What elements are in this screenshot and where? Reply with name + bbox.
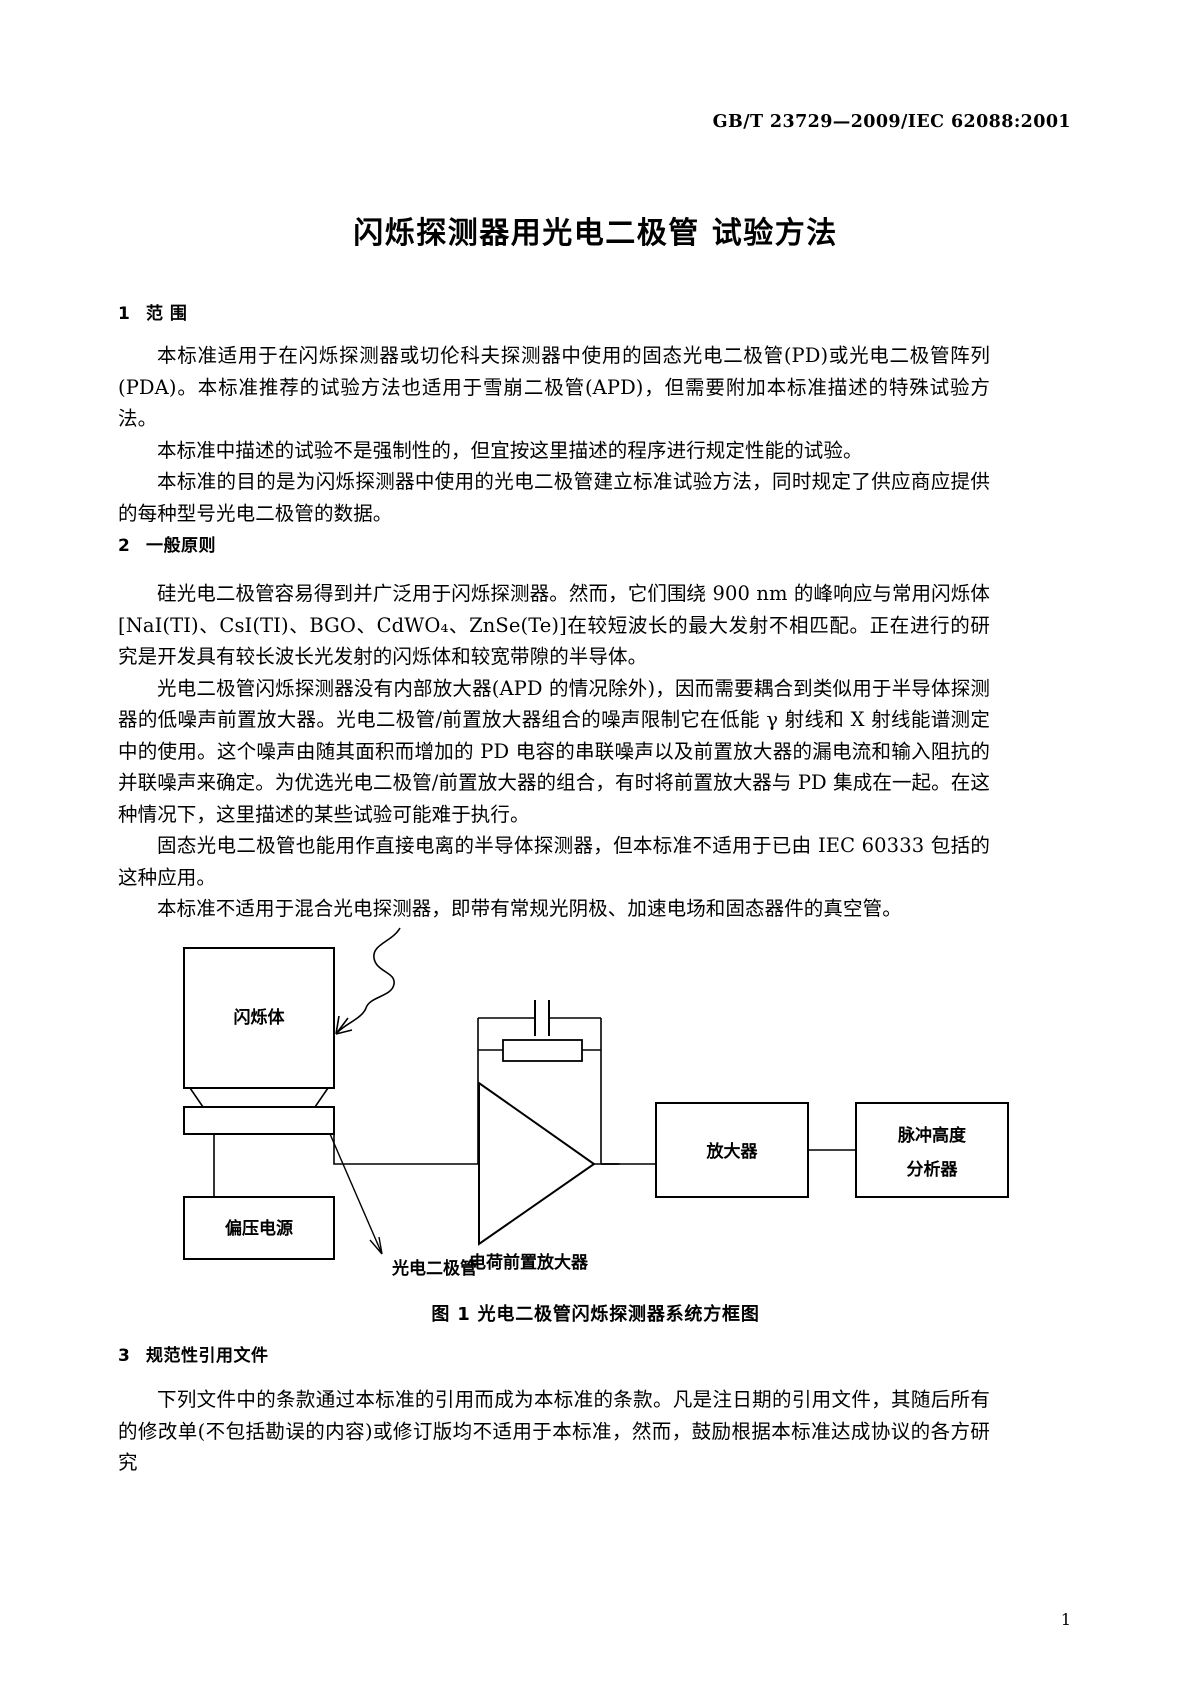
paragraph: 本标准不适用于混合光电探测器，即带有常规光阴极、加速电场和固态器件的真空管。 — [157, 897, 902, 920]
section-heading-2: 2 一般原则 — [118, 538, 216, 555]
amplifier-block — [655, 1102, 809, 1198]
page-title: 闪烁探测器用光电二极管 试验方法 — [353, 216, 838, 251]
paragraph: 固态光电二极管也能用作直接电离的半导体探测器，但本标准不适用于已由 IEC 60… — [118, 834, 990, 889]
photodiode-leader-line — [329, 1133, 383, 1255]
section-title-2: 一般原则 — [146, 536, 216, 556]
section-2-body: 硅光电二极管容易得到并广泛用于闪烁探测器。然而，它们围绕 900 nm 的峰响应… — [118, 578, 990, 925]
paragraph: 本标准适用于在闪烁探测器或切伦科夫探测器中使用的固态光电二极管(PD)或光电二极… — [118, 344, 990, 430]
charge-preamplifier-symbol — [478, 1081, 596, 1246]
paragraph: 下列文件中的条款通过本标准的引用而成为本标准的条款。凡是注日期的引用文件，其随后… — [118, 1388, 990, 1474]
section-number-3: 3 — [118, 1346, 131, 1366]
bias-supply-block — [183, 1196, 335, 1260]
paragraph: 本标准中描述的试验不是强制性的，但宜按这里描述的程序进行规定性能的试验。 — [157, 438, 863, 462]
paragraph: 光电二极管闪烁探测器没有内部放大器(APD 的情况除外)，因而需要耦合到类似用于… — [118, 676, 990, 826]
scintillator-block — [183, 947, 335, 1089]
section-title-3: 规范性引用文件 — [146, 1346, 269, 1366]
optical-coupling-trapezoid — [189, 1087, 329, 1108]
section-number-1: 1 — [118, 304, 131, 324]
section-number-2: 2 — [118, 536, 131, 556]
charge-preamp-label: 电荷前置放大器 — [469, 1252, 589, 1273]
section-3-body: 下列文件中的条款通过本标准的引用而成为本标准的条款。凡是注日期的引用文件，其随后… — [118, 1384, 990, 1479]
pulse-height-analyzer-block — [855, 1102, 1009, 1198]
paragraph: 硅光电二极管容易得到并广泛用于闪烁探测器。然而，它们围绕 900 nm 的峰响应… — [118, 582, 990, 668]
figure-1-diagram: 闪烁体 偏压电源 — [0, 920, 1191, 1320]
feedback-resistor-icon — [502, 1039, 583, 1062]
pha-label-line1: 脉冲高度 — [897, 1125, 967, 1146]
section-heading-1: 1 范 围 — [118, 306, 187, 323]
section-heading-3: 3 规范性引用文件 — [118, 1348, 269, 1365]
running-header-standard-ref: GB/T 23729—2009/IEC 62088:2001 — [712, 112, 1071, 132]
section-title-1: 范 围 — [146, 304, 188, 324]
figure-1-caption: 图 1 光电二极管闪烁探测器系统方框图 — [431, 1304, 760, 1325]
radiation-arrow-icon — [335, 927, 401, 1035]
photodiode-label: 光电二极管 — [391, 1258, 477, 1279]
wire-photodiode-to-preamp — [333, 1134, 478, 1165]
section-1-body: 本标准适用于在闪烁探测器或切伦科夫探测器中使用的固态光电二极管(PD)或光电二极… — [118, 340, 990, 529]
photodiode-block — [183, 1106, 335, 1135]
amplifier-label: 放大器 — [706, 1141, 759, 1162]
paragraph: 本标准的目的是为闪烁探测器中使用的光电二极管建立标准试验方法，同时规定了供应商应… — [118, 470, 990, 525]
bias-supply-label: 偏压电源 — [225, 1218, 293, 1239]
scintillator-label: 闪烁体 — [234, 1007, 286, 1028]
pha-label-line2: 分析器 — [907, 1159, 959, 1180]
block-diagram-svg: 闪烁体 偏压电源 — [183, 927, 1009, 1279]
page-number: 1 — [1060, 1610, 1071, 1629]
